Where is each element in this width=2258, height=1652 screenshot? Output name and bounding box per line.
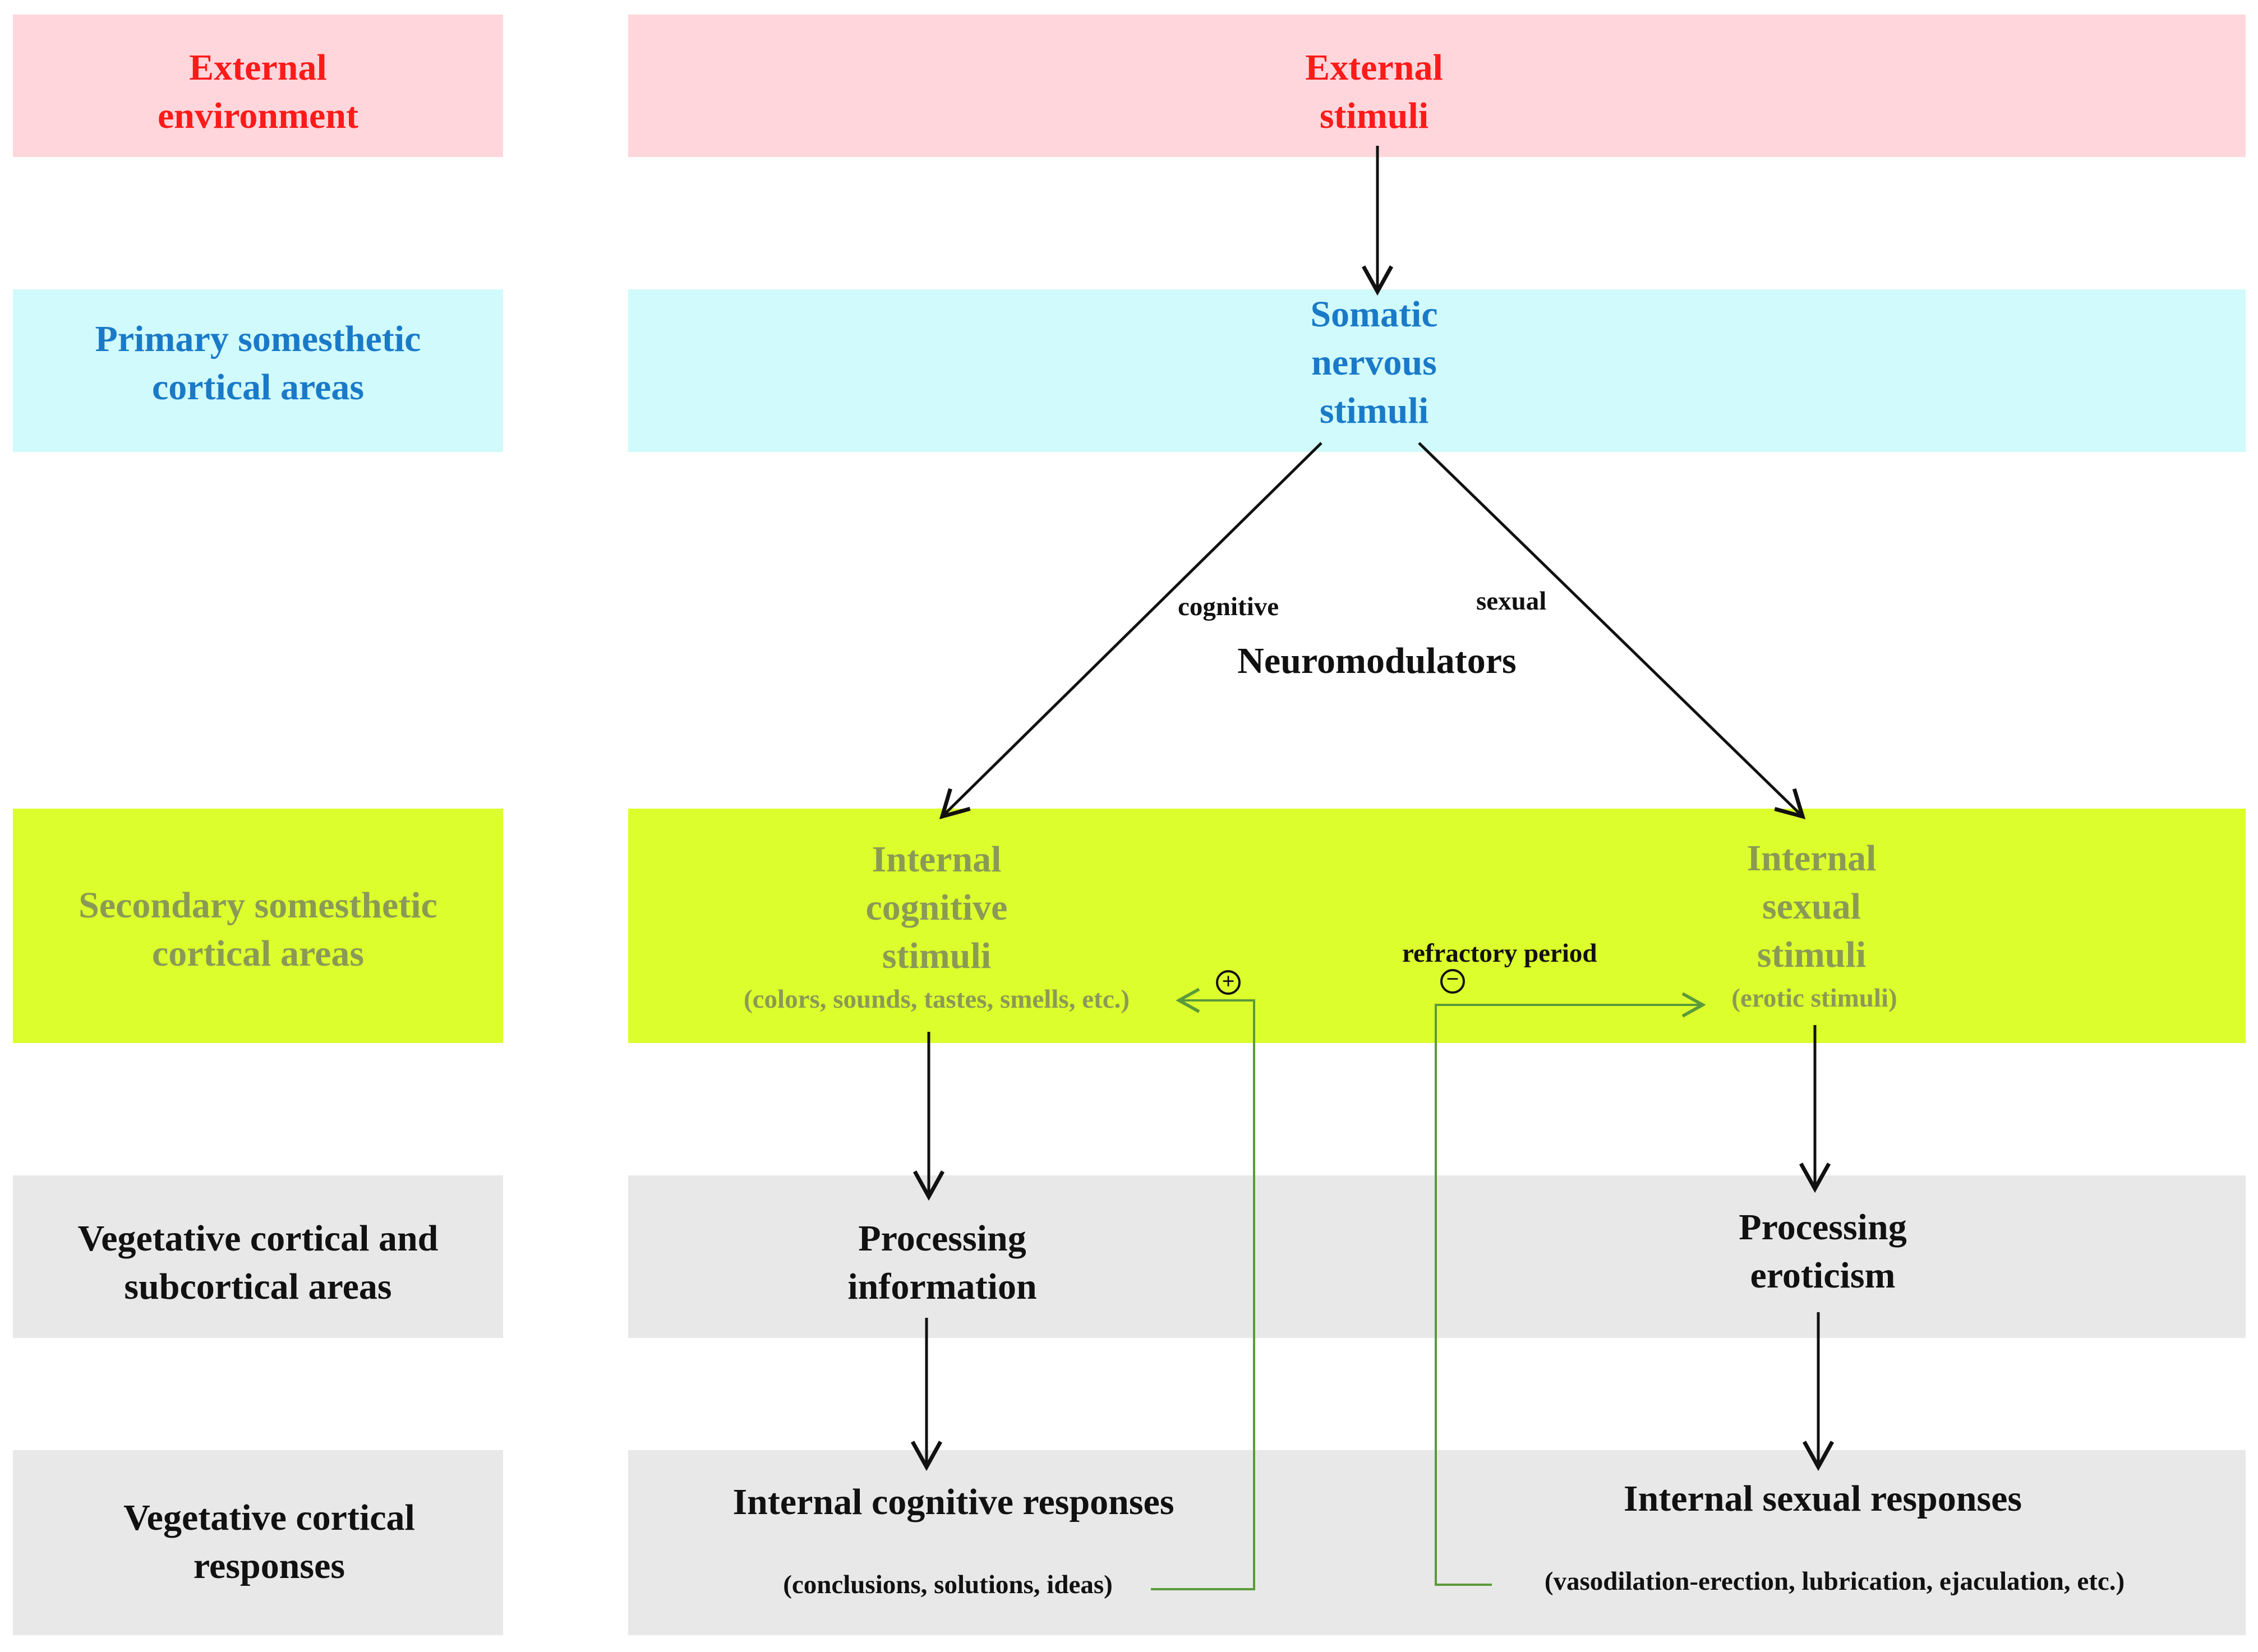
- primary-row-band: [628, 289, 2246, 452]
- negative-sign-circle: [1440, 969, 1465, 994]
- primary-row-label-band: [13, 289, 503, 452]
- node-internal-cognitive: Internal cognitive stimuli: [865, 839, 1008, 976]
- external-row-label-band: [13, 15, 503, 157]
- secondary-row-label-band: [13, 809, 503, 1043]
- positive-sign: +: [1222, 968, 1235, 994]
- arrow-somatic-to-sexual: [1418, 442, 1806, 820]
- external-row-band: [628, 15, 2246, 157]
- node-sexual-responses: Internal sexual responses: [1623, 1478, 2022, 1519]
- node-external-stimuli: External stimuli: [1305, 47, 1443, 136]
- label-refractory-period: refractory period: [1402, 939, 1597, 968]
- internal-sexual-examples: (erotic stimuli): [1731, 984, 1897, 1013]
- positive-sign-circle: [1216, 970, 1241, 995]
- label-vegetative-areas: Vegetative cortical and subcortical area…: [77, 1218, 439, 1307]
- feedback-positive-line: [1151, 987, 1255, 1590]
- label-external-environment: External environment: [157, 47, 359, 136]
- node-cognitive-responses: Internal cognitive responses: [732, 1482, 1174, 1522]
- sexual-responses-examples: (vasodilation-erection, lubrication, eja…: [1544, 1567, 2125, 1596]
- vegetative-areas-label-band: [13, 1175, 503, 1338]
- internal-cognitive-examples: (colors, sounds, tastes, smells, etc.): [744, 985, 1130, 1014]
- label-branch-sexual: sexual: [1476, 587, 1547, 616]
- label-branch-cognitive: cognitive: [1178, 592, 1279, 621]
- arrow-somatic-to-cognitive: [939, 442, 1322, 820]
- node-processing-information: Processing information: [847, 1218, 1037, 1307]
- negative-sign: −: [1446, 966, 1459, 991]
- node-internal-sexual: Internal sexual stimuli: [1747, 838, 1877, 975]
- label-vegetative-responses: Vegetative cortical responses: [123, 1497, 415, 1586]
- vegetative-responses-label-band: [13, 1450, 503, 1635]
- feedback-negative-line: [1435, 992, 1706, 1586]
- label-neuromodulators: Neuromodulators: [1237, 640, 1517, 681]
- label-secondary-areas: Secondary somesthetic cortical areas: [79, 885, 437, 974]
- cognitive-responses-examples: (conclusions, solutions, ideas): [783, 1570, 1113, 1599]
- node-somatic-stimuli: Somatic nervous stimuli: [1310, 294, 1438, 431]
- node-processing-eroticism: Processing eroticism: [1739, 1207, 1907, 1296]
- label-primary-areas: Primary somesthetic cortical areas: [95, 319, 421, 408]
